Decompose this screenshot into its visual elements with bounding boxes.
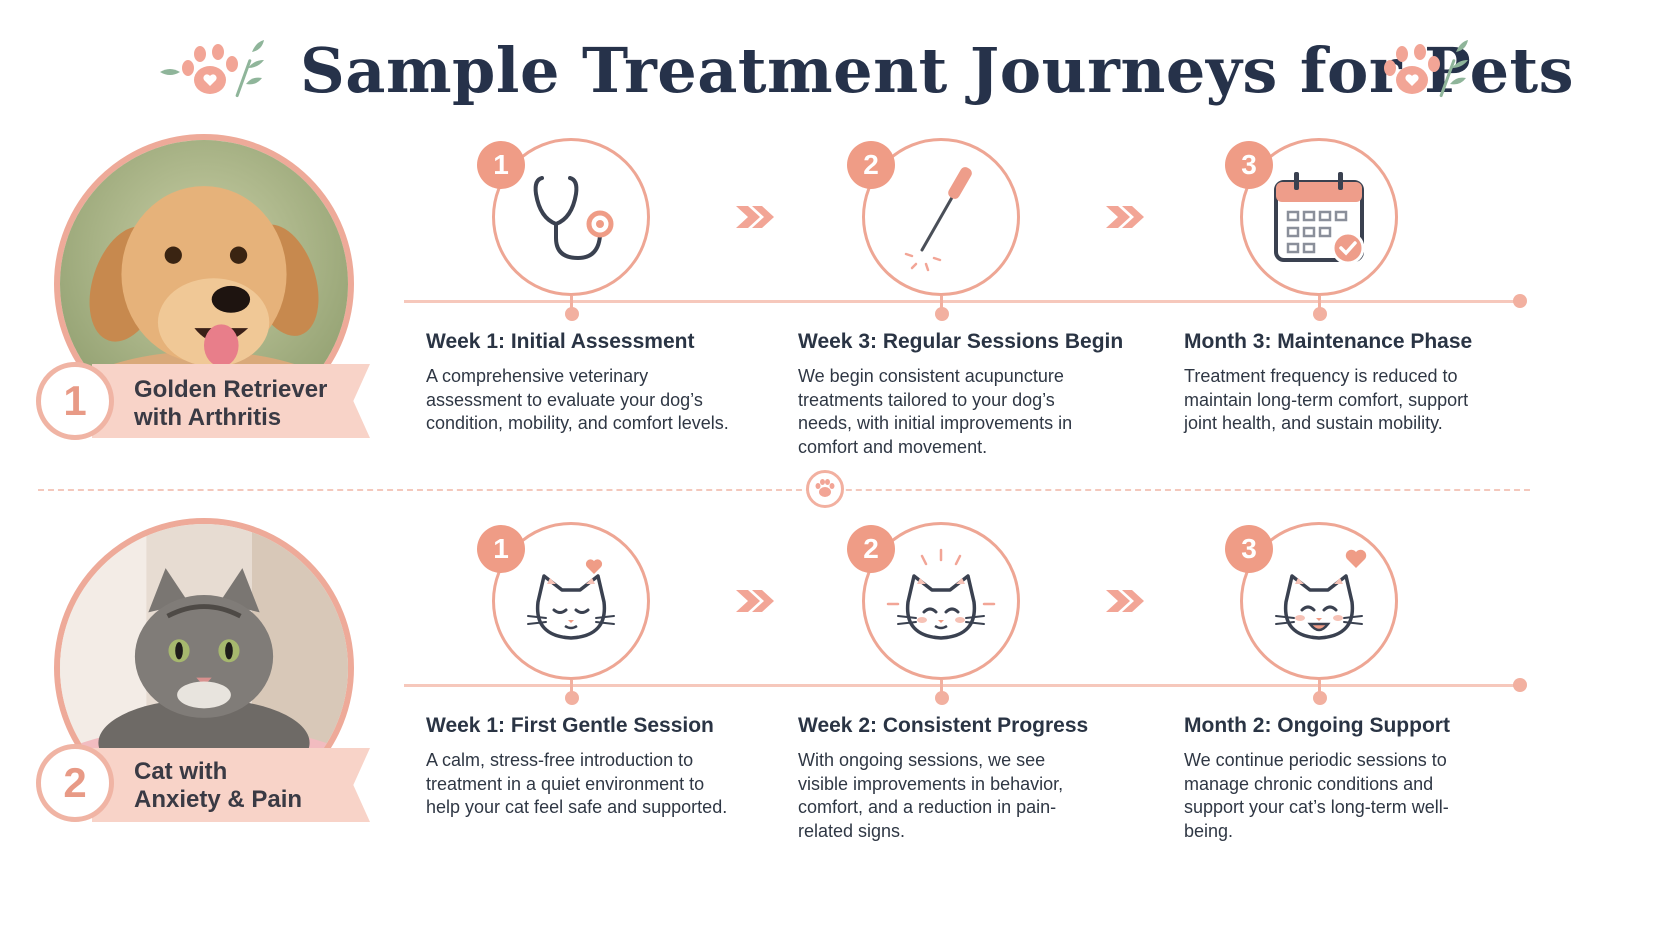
chevron-arrow-icon	[1106, 590, 1144, 612]
joyful-cat-heart-icon	[1275, 549, 1367, 640]
happy-cat-icon	[886, 548, 996, 640]
step-connector	[1318, 680, 1321, 692]
step-circle: 1	[477, 522, 650, 680]
pet-label-cat: Cat with Anxiety & Pain	[134, 758, 303, 813]
step-description: A comprehensive veterinary assessment to…	[426, 366, 729, 433]
step-connector-dot	[565, 307, 579, 321]
step-connector	[570, 680, 573, 692]
step-description: We begin consistent acupuncture treatmen…	[798, 366, 1073, 457]
pet-label-ribbon	[92, 364, 370, 438]
timeline-line	[404, 684, 1520, 687]
step-connector-dot	[1313, 691, 1327, 705]
step-title: Month 2: Ongoing Support	[1184, 714, 1450, 737]
chevron-arrow-icon	[736, 590, 774, 612]
step-circle: 1	[477, 138, 650, 296]
acupuncture-needle-icon	[904, 167, 972, 272]
step-title: Week 1: First Gentle Session	[426, 714, 714, 737]
timeline-end-dot	[1513, 294, 1527, 308]
step-description: We continue periodic sessions to manage …	[1184, 750, 1449, 841]
step-number-badge: 3	[1225, 525, 1273, 573]
step-title: Week 1: Initial Assessment	[426, 330, 695, 353]
step-connector	[940, 296, 943, 308]
left-paw-leaf-icon	[160, 40, 264, 98]
step-description: Treatment frequency is reduced to mainta…	[1184, 366, 1469, 433]
stethoscope-icon	[533, 176, 614, 261]
calendar-check-icon	[1274, 172, 1365, 265]
step-circle: 3	[1225, 138, 1398, 296]
calm-cat-heart-icon	[527, 559, 615, 640]
step-connector-dot	[935, 691, 949, 705]
timeline-end-dot	[1513, 678, 1527, 692]
step-connector-dot	[565, 691, 579, 705]
section-divider	[38, 489, 1530, 491]
step-description: A calm, stress-free introduction to trea…	[426, 750, 728, 817]
step-number-badge: 3	[1225, 141, 1273, 189]
divider-paw-icon	[806, 470, 844, 508]
step-circle: 2	[847, 522, 1020, 680]
step-number-badge: 2	[847, 525, 895, 573]
step-title: Week 3: Regular Sessions Begin	[798, 330, 1124, 353]
chevron-arrow-icon	[736, 206, 774, 228]
step-connector-dot	[1313, 307, 1327, 321]
step-connector-dot	[935, 307, 949, 321]
timeline-line	[404, 300, 1520, 303]
step-title: Week 2: Consistent Progress	[798, 714, 1089, 737]
step-number-badge: 1	[477, 141, 525, 189]
pet-label-ribbon	[92, 748, 370, 822]
journey-number-badge: 2	[36, 744, 114, 822]
step-circle: 2	[847, 138, 1020, 296]
step-connector	[1318, 296, 1321, 308]
step-connector	[940, 680, 943, 692]
step-circle: 3	[1225, 522, 1398, 680]
step-number-badge: 1	[477, 525, 525, 573]
chevron-arrow-icon	[1106, 206, 1144, 228]
step-description: With ongoing sessions, we see visible im…	[798, 750, 1064, 841]
step-connector	[570, 296, 573, 308]
pet-label-dog: Golden Retriever with Arthritis	[134, 376, 328, 431]
step-number-badge: 2	[847, 141, 895, 189]
step-title: Month 3: Maintenance Phase	[1184, 330, 1473, 353]
journey-number-badge: 1	[36, 362, 114, 440]
right-paw-leaf-icon	[1384, 40, 1468, 98]
page-title: Sample Treatment Journeys for Pets	[300, 34, 1575, 107]
